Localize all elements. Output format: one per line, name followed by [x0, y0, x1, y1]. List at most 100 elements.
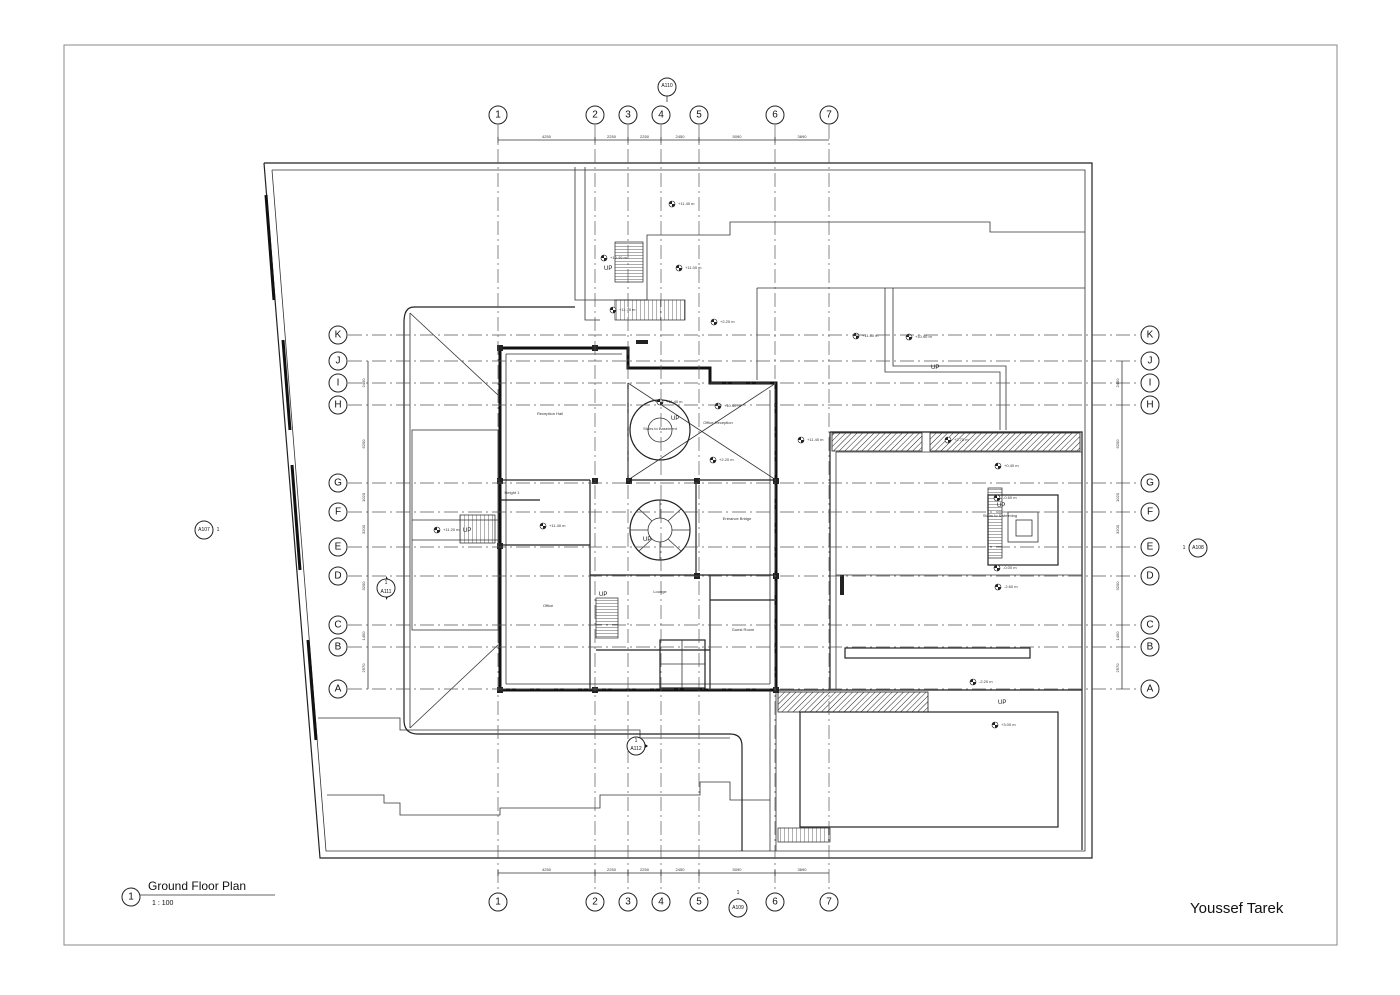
spiral-staircases [629, 399, 691, 561]
dimension-text: 3690 [798, 134, 808, 139]
grid-bubble-col-5 [689, 105, 709, 125]
grid-bubble-row-K [1140, 325, 1160, 345]
section-number-inner-bottom: 1 [635, 738, 638, 744]
stair-up-label: UP [997, 503, 1005, 509]
title-number: 1 [128, 892, 134, 903]
grid-label-row-H: H [334, 400, 341, 411]
level-marker: +11.20 m [433, 526, 460, 534]
grid-label-row-C: C [1146, 620, 1153, 631]
grid-label-col-5: 5 [696, 897, 702, 908]
grid-label-row-B: B [335, 642, 342, 653]
grid-label-row-F: F [335, 507, 341, 518]
dimension-text: 5090 [733, 134, 743, 139]
dimension-text: 4250 [542, 134, 552, 139]
level-value: -0.60 m [1003, 495, 1017, 500]
grid-label-col-3: 3 [625, 897, 631, 908]
level-marker: +2.20 m [709, 456, 734, 464]
dimension-text-vertical: 3200 [361, 524, 366, 534]
dimension-text-vertical: 2970 [361, 663, 366, 673]
grid-label-row-A: A [1147, 684, 1154, 695]
straight-stairs [459, 241, 1003, 843]
grid-bubble-col-4 [651, 892, 671, 912]
dimension-text-vertical: 2450 [1115, 378, 1120, 388]
room-label: Stairs to Swimming [983, 513, 1017, 518]
section-number-right: 1 [1183, 545, 1186, 551]
room-label: Office Reception [703, 420, 733, 425]
level-value: +10.40 m [610, 255, 627, 260]
level-marker: +11.40 m [539, 522, 566, 530]
grid-label-row-C: C [334, 620, 341, 631]
section-mark-top: A110 [657, 77, 677, 102]
level-value: +10.90 m [915, 334, 932, 339]
grid-label-row-G: G [1146, 478, 1154, 489]
grid-label-col-3: 3 [625, 110, 631, 121]
section-label-top: A110 [661, 83, 673, 89]
grid-bubble-row-I [328, 373, 348, 393]
grid-label-col-4: 4 [658, 110, 664, 121]
level-marker: +11.40 m [656, 398, 683, 406]
dimension-text-vertical: 3200 [1115, 524, 1120, 534]
grid-bubble-row-D [328, 566, 348, 586]
level-markers: +11.40 m+10.40 m+11.00 m+2.20 m+11.60 m+… [433, 200, 1019, 729]
grid-bubble-col-3 [618, 105, 638, 125]
stair-up-label: UP [604, 266, 612, 272]
grid-bubble-row-H [328, 395, 348, 415]
grid-label-row-H: H [1146, 400, 1153, 411]
grid-label-col-5: 5 [696, 110, 702, 121]
grid-bubble-row-A [328, 679, 348, 699]
level-marker: -2.60 m [994, 583, 1018, 591]
grid-bubble-row-F [1140, 502, 1160, 522]
grid-bubble-col-2 [585, 105, 605, 125]
grid-label-row-J: J [336, 356, 341, 367]
grid-label-row-I: I [1149, 378, 1152, 389]
dimension-text-vertical: 3200 [361, 581, 366, 591]
dimension-text-vertical: 1450 [361, 631, 366, 641]
grid-label-row-E: E [335, 542, 342, 553]
room-label: Entrance Bridge [723, 516, 752, 521]
pool-deck [769, 431, 1083, 851]
dimension-text: 2450 [676, 134, 686, 139]
level-value: +11.60 m [862, 333, 879, 338]
grid-bubble-col-6 [765, 105, 785, 125]
drawing-title: Ground Floor Plan [148, 879, 246, 893]
grid-label-col-6: 6 [772, 897, 778, 908]
grid-bubble-row-D [1140, 566, 1160, 586]
grid-bubble-col-7 [819, 892, 839, 912]
level-marker: +11.40 m [797, 436, 824, 444]
section-mark-inner-left: A111 1 [376, 576, 396, 600]
level-marker: +10.90 m [905, 333, 932, 341]
grid-bubble-row-C [1140, 615, 1160, 635]
level-value: +0.40 m [1004, 463, 1019, 468]
level-value: +11.40 m [807, 437, 824, 442]
level-marker: +11.70 m [609, 306, 636, 314]
level-value: +2.20 m [720, 319, 735, 324]
site-boundary [263, 162, 1093, 859]
grid-bubble-row-B [1140, 637, 1160, 657]
main-structure [497, 340, 779, 693]
level-marker: -2.20 m [969, 678, 993, 686]
grid-label-row-D: D [1146, 571, 1153, 582]
grid-label-row-G: G [334, 478, 342, 489]
grid-label-col-4: 4 [658, 897, 664, 908]
room-label: Height 1 [505, 490, 521, 495]
grid-bubble-row-B [328, 637, 348, 657]
level-value: +10.40 m [724, 403, 741, 408]
stair-up-label: UP [998, 700, 1006, 706]
room-label: Reception Hall [537, 411, 563, 416]
level-marker: +3.00 m [991, 721, 1016, 729]
grid-label-row-E: E [1147, 542, 1154, 553]
level-value: -2.60 m [1004, 584, 1018, 589]
level-value: +11.70 m [619, 307, 636, 312]
dimension-text: 2250 [607, 867, 617, 872]
room-label: Office [543, 603, 554, 608]
stair-up-label: UP [599, 592, 607, 598]
stair-up-label: UP [463, 528, 471, 534]
grid-label-row-J: J [1148, 356, 1153, 367]
level-marker: +11.60 m [852, 332, 879, 340]
grid-label-col-1: 1 [495, 897, 501, 908]
landscape-terraces [318, 167, 1085, 816]
level-marker: +11.40 m [668, 200, 695, 208]
